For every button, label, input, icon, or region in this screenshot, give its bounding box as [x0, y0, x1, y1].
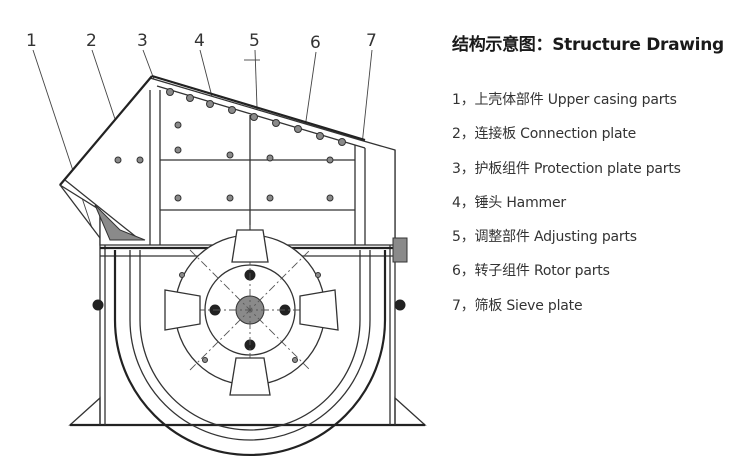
crusher-structure-drawing: 1 2 3 4 5 6 7 [26, 31, 427, 457]
callout-4: 4 [194, 31, 205, 51]
callout-5: 5 [249, 31, 260, 51]
legend-title: 结构示意图：Structure Drawing [452, 35, 724, 55]
legend-item-adjusting-parts: 5，调整部件 Adjusting parts [452, 229, 637, 246]
machine-base [68, 150, 427, 427]
legend-item-sieve-plate: 7，筛板 Sieve plate [452, 297, 583, 314]
callout-7: 7 [366, 31, 377, 51]
callout-1: 1 [26, 31, 37, 51]
legend-item-protection-plate: 3，护板组件 Protection plate parts [452, 160, 681, 177]
callout-3: 3 [137, 31, 148, 51]
legend-item-hammer: 4，锤头 Hammer [452, 194, 566, 211]
hammers [164, 229, 339, 396]
legend-item-rotor-parts: 6，转子组件 Rotor parts [452, 263, 610, 280]
callout-6: 6 [310, 33, 321, 53]
legend-list: 1，上壳体部件 Upper casing parts 2，连接板 Connect… [452, 89, 747, 329]
legend-panel: 结构示意图：Structure Drawing 1，上壳体部件 Upper ca… [452, 30, 747, 329]
upper-casing [59, 74, 396, 246]
sieve-plate [113, 250, 387, 457]
callout-2: 2 [86, 31, 97, 51]
callout-labels: 1 2 3 4 5 6 7 [26, 31, 377, 53]
legend-item-connection-plate: 2，连接板 Connection plate [452, 126, 637, 143]
casing-bolts [114, 88, 346, 202]
liner-bolts [179, 272, 321, 363]
legend-item-upper-casing: 1，上壳体部件 Upper casing parts [452, 92, 677, 108]
